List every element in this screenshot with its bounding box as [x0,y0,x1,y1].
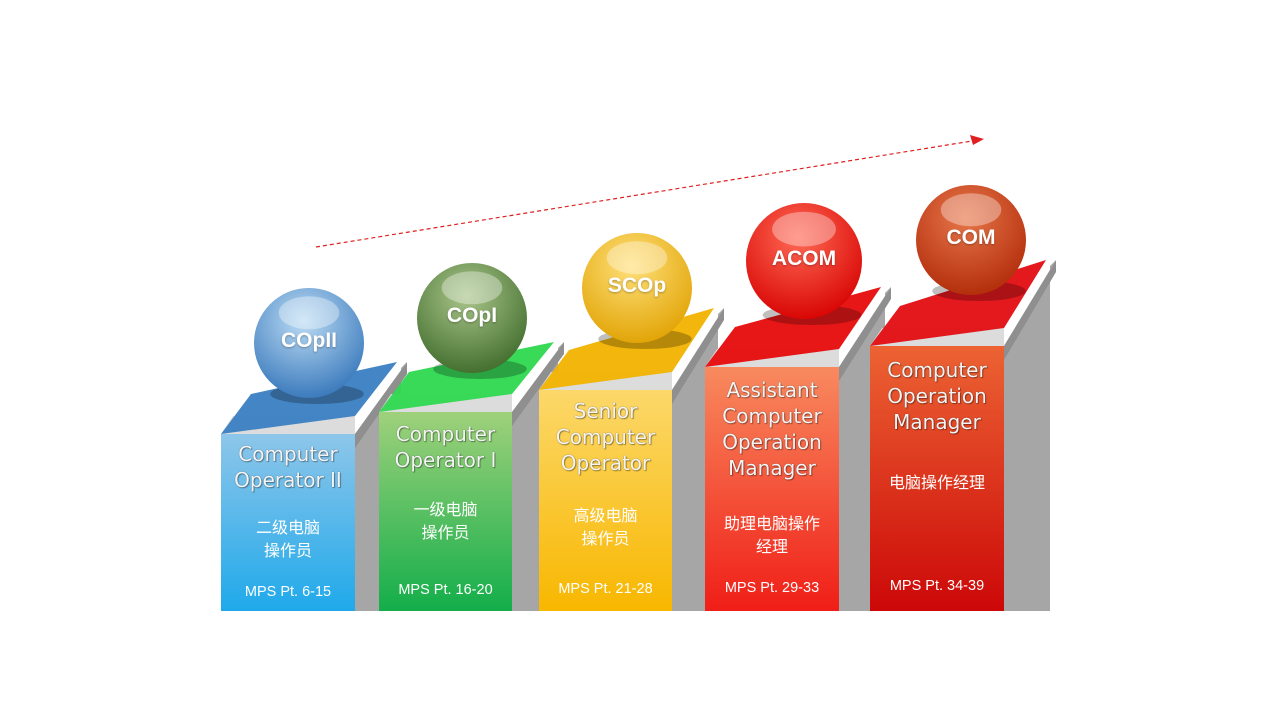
step-chinese-line: 操作员 [421,523,470,542]
step-ball [916,185,1026,295]
progress-arrow-head [970,135,984,145]
step-mps-range: MPS Pt. 6-15 [244,584,332,600]
step-title-line: Operator I [394,448,497,472]
step-title-line: Senior [573,399,638,423]
step-side-wall [1004,260,1056,611]
step-mps-range: MPS Pt. 29-33 [724,580,820,596]
ball-highlight [278,296,340,330]
step-front-face [539,390,672,611]
step-front-face [379,412,512,611]
step-title-line: Computer [395,422,496,446]
step-mps-range: MPS Pt. 16-20 [398,582,493,598]
progress-arrow-line [315,140,973,248]
step-title-line: Operator II [234,468,342,492]
step-chinese-line: 一级电脑 [413,500,478,519]
step-chinese-line: 助理电脑操作 [723,514,820,533]
step-title-line: Operation [722,430,822,454]
step-chinese-title: 高级电脑操作员 [539,504,672,550]
step-title-line: Computer [555,425,656,449]
step-chinese-title: 一级电脑操作员 [379,498,512,544]
step-ball [746,203,862,319]
step-mps-range: MPS Pt. 21-28 [558,581,653,597]
step-chinese-line: 操作员 [581,529,630,548]
step-chinese-line: 高级电脑 [573,506,638,525]
step-abbreviation: COpI [446,304,498,327]
step-side-shade [839,287,891,381]
step-side-shade [1004,260,1056,360]
step-title-line: Manager [893,410,981,434]
step-roof [379,342,554,412]
ball-highlight [772,211,836,247]
step-front-face [705,367,839,611]
step-chinese-line: 操作员 [263,541,312,560]
ball-highlight [606,241,668,275]
step-side-shade [672,308,724,404]
step-title-line: Manager [728,456,816,480]
step-abbreviation: COpII [281,329,337,352]
ball-highlight [940,193,1002,227]
step-5 [870,185,1056,611]
step-title-line: Computer [887,358,987,382]
step-front-face [221,434,355,611]
step-abbreviation: COM [946,226,996,249]
step-chinese-line: 电脑操作经理 [888,473,985,492]
step-ball [582,233,692,343]
step-chinese-line: 二级电脑 [255,518,320,537]
step-title-line: Operation [887,384,987,408]
step-ball [417,263,527,373]
step-chinese-line: 经理 [755,537,788,556]
step-ball [254,288,364,398]
step-1 [221,288,407,611]
step-abbreviation: SCOp [607,274,667,297]
step-chinese-title: 二级电脑操作员 [221,516,355,562]
step-side-shade [355,362,407,448]
step-2 [379,263,564,611]
step-title-line: Computer [722,404,822,428]
step-4 [705,203,891,611]
step-title-line: Operator [560,451,651,475]
step-abbreviation: ACOM [771,247,837,270]
ball-highlight [441,271,503,305]
step-mps-range: MPS Pt. 34-39 [889,578,985,594]
step-side-shade [512,342,564,426]
step-chinese-title: 助理电脑操作经理 [705,512,839,558]
step-chinese-title: 电脑操作经理 [870,471,1004,494]
step-front-face [870,346,1004,611]
step-title-line: Assistant [726,378,818,402]
step-title-line: Computer [238,442,338,466]
